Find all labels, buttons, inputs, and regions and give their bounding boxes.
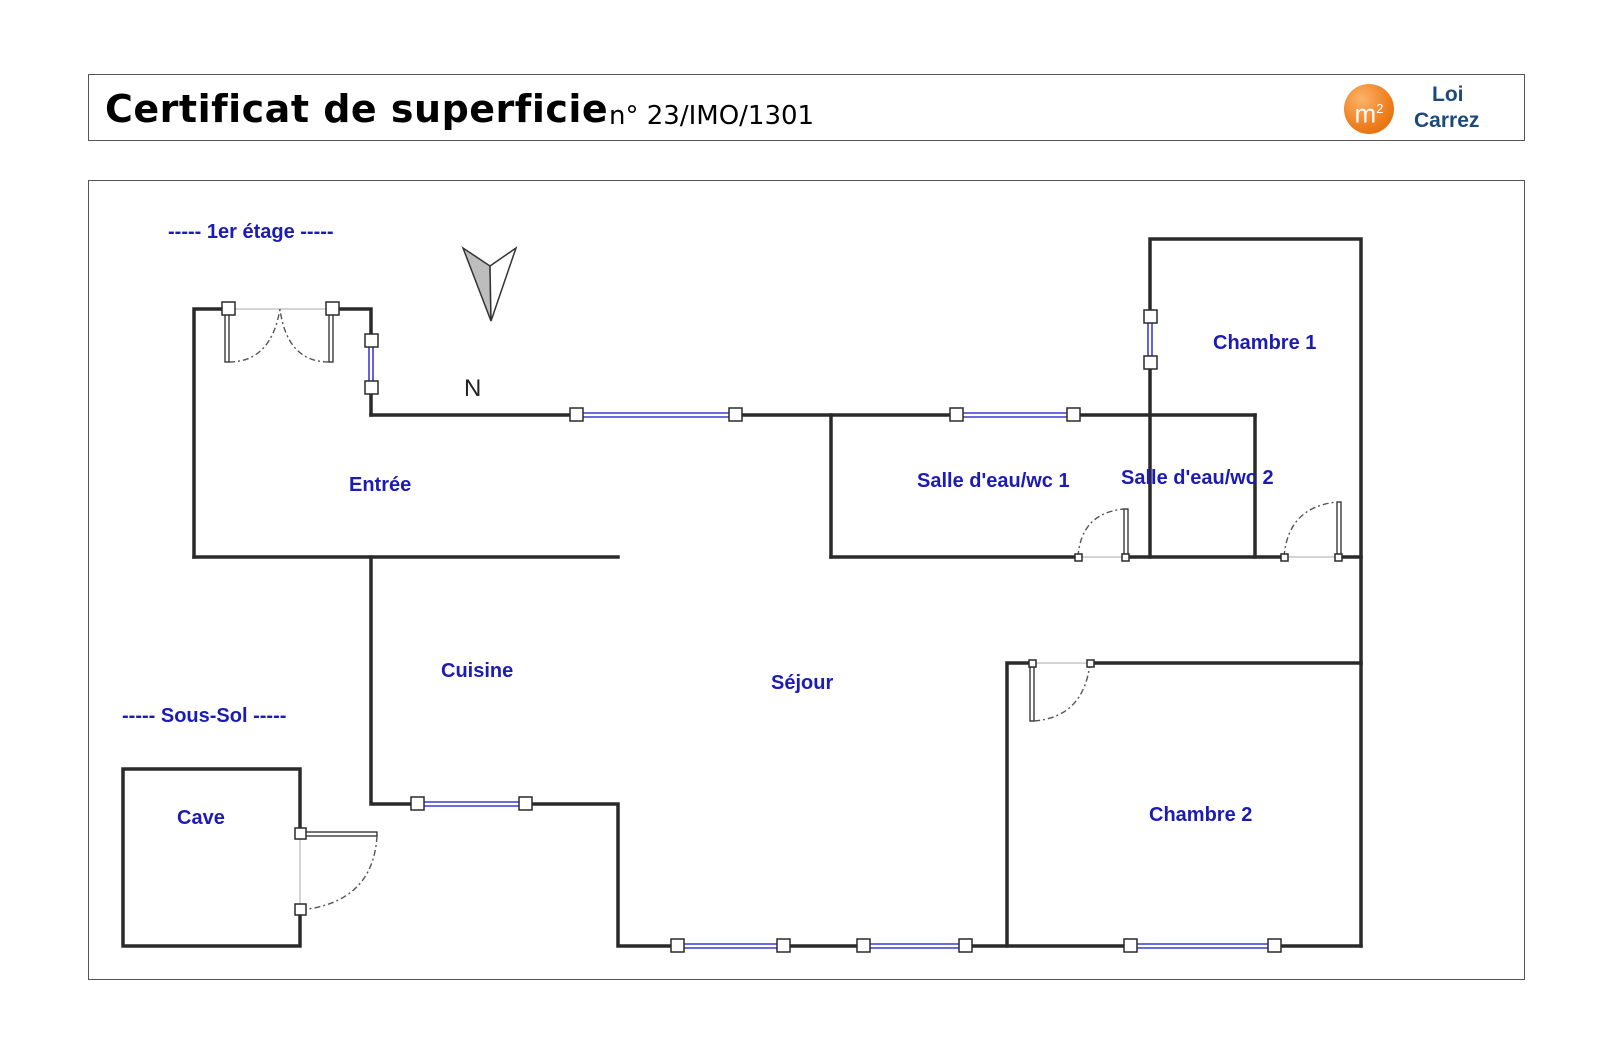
- door: [1074, 508, 1130, 562]
- room-label-salle-eau-2: Salle d'eau/wc 2: [1121, 467, 1274, 489]
- north-label: N: [464, 375, 481, 402]
- room-label-entree: Entrée: [349, 474, 411, 496]
- door: [1280, 501, 1343, 562]
- window: [569, 407, 743, 422]
- north-arrow-icon: [461, 246, 518, 322]
- room-label-sejour: Séjour: [771, 672, 833, 694]
- room-label-salle-eau-1: Salle d'eau/wc 1: [917, 470, 1070, 492]
- walls: [121, 237, 1363, 948]
- window: [410, 796, 533, 811]
- logo-text-loi: Loi: [1432, 83, 1464, 106]
- level-label-basement: ----- Sous-Sol -----: [122, 705, 286, 727]
- window: [856, 938, 973, 953]
- door: [294, 827, 378, 916]
- door: [221, 301, 340, 363]
- window: [1123, 938, 1282, 953]
- door: [1028, 659, 1095, 722]
- room-label-chambre-1: Chambre 1: [1213, 332, 1316, 354]
- floor-plan-drawing: ----- 1er étage ----- ----- Sous-Sol ---…: [121, 221, 1363, 953]
- room-label-cuisine: Cuisine: [441, 660, 513, 682]
- doors: [221, 301, 1343, 916]
- certificate-number: n° 23/IMO/1301: [609, 101, 815, 131]
- window: [670, 938, 791, 953]
- room-label-cave: Cave: [177, 807, 225, 829]
- certificate-header: Certificat de superficie n° 23/IMO/1301 …: [88, 74, 1525, 141]
- floor-plan: ----- 1er étage ----- ----- Sous-Sol ---…: [88, 180, 1525, 980]
- room-label-chambre-2: Chambre 2: [1149, 804, 1252, 826]
- windows: [364, 309, 1282, 953]
- m2-logo-icon: m2: [1344, 84, 1394, 134]
- logo-text-carrez: Carrez: [1414, 109, 1480, 132]
- page-title: Certificat de superficie: [105, 87, 609, 131]
- window: [364, 333, 379, 395]
- window: [949, 407, 1081, 422]
- window: [1143, 309, 1158, 370]
- level-label-floor: ----- 1er étage -----: [168, 221, 334, 243]
- loi-carrez-logo: m2 Loi Carrez: [1344, 81, 1496, 137]
